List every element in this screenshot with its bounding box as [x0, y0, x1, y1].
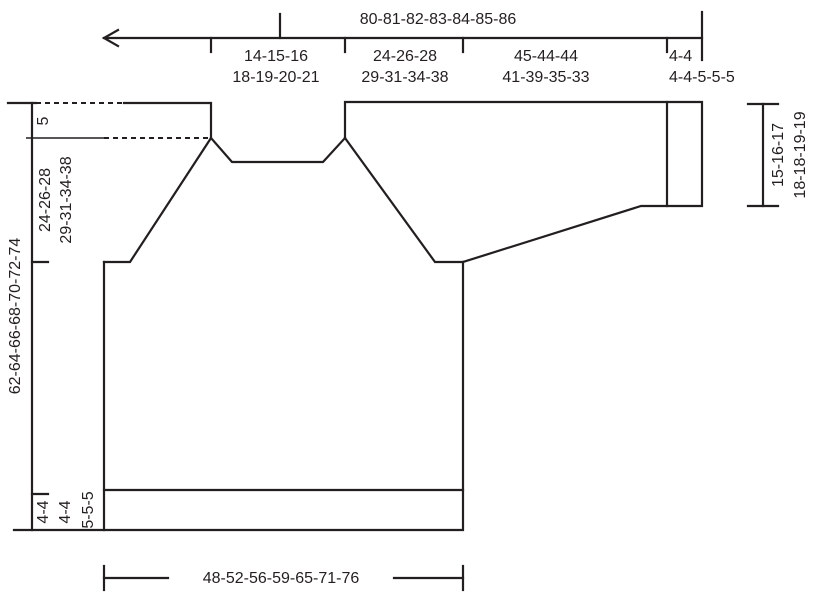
- chest-width-label: 48-52-56-59-65-71-76: [203, 570, 360, 587]
- sleeve-label-1: 45-44-44: [514, 48, 578, 65]
- neckline: [209, 136, 347, 164]
- shoulder-label-1: 24-26-28: [373, 48, 437, 65]
- sleeve-top-line: [343, 100, 704, 264]
- yoke-label-2: 29-31-34-38: [58, 156, 75, 243]
- yoke-label-1: 24-26-28: [37, 168, 54, 232]
- sleeve-width-label-2: 18-18-19-19: [792, 111, 809, 198]
- shoulder-label-2: 29-31-34-38: [361, 69, 448, 86]
- garment-outline: [36, 100, 704, 532]
- left-raglan-line: [102, 101, 213, 264]
- top-dimension: [101, 10, 704, 62]
- neck-half-label-2: 18-19-20-21: [232, 69, 319, 86]
- sleeve-label-2: 41-39-35-33: [502, 69, 589, 86]
- chest-dimension: [102, 564, 465, 592]
- cuff-label-2: 4-4-5-5-5: [669, 69, 735, 86]
- total-length-label: 62-64-66-68-70-72-74: [7, 238, 24, 395]
- rib-label-1: 4-4: [35, 500, 52, 523]
- body-outline: [102, 260, 465, 532]
- neck-half-label-1: 14-15-16: [244, 48, 308, 65]
- sleeve-width-bracket: [746, 102, 780, 208]
- left-arrow-icon: [101, 28, 120, 48]
- neck-depth-label: 5: [35, 116, 52, 125]
- total-width-label: 80-81-82-83-84-85-86: [360, 11, 517, 28]
- left-dimension: [6, 101, 106, 532]
- rib-label-2: 4-4: [57, 500, 74, 523]
- rib-label-3: 5-5-5: [80, 491, 97, 528]
- sleeve-width-label-1: 15-16-17: [770, 123, 787, 187]
- cuff-label-1: 4-4: [669, 48, 692, 65]
- right-raglan-line: [343, 136, 465, 264]
